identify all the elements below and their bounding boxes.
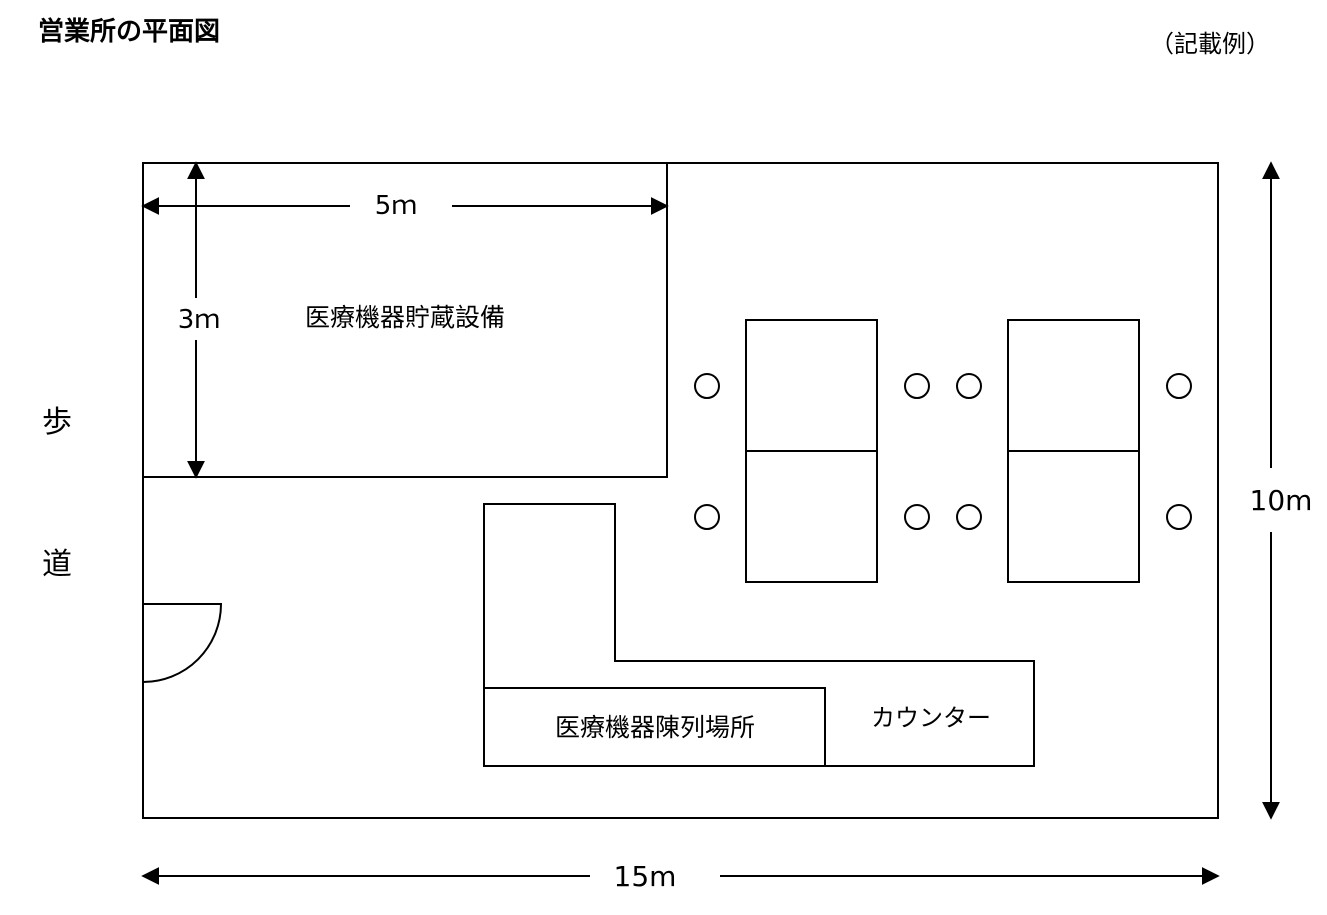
total-width-label: 15m	[614, 860, 677, 893]
page-title: 営業所の平面図	[38, 17, 221, 47]
chair	[956, 373, 982, 399]
chair	[1166, 504, 1192, 530]
entrance-door	[142, 603, 223, 683]
chair	[694, 373, 720, 399]
chair	[956, 504, 982, 530]
storage-depth-label: 3ｍ	[178, 305, 221, 335]
storage-area-label: 医療機器貯蔵設備	[305, 303, 505, 332]
chair	[904, 504, 930, 530]
sidewalk-label-1: 歩	[42, 405, 72, 440]
sidewalk-label-2: 道	[42, 547, 72, 582]
storage-width-label: 5ｍ	[375, 191, 418, 221]
chair	[694, 504, 720, 530]
display-area-label: 医療機器陳列場所	[555, 713, 755, 742]
counter-label: カウンター	[871, 704, 991, 732]
building-outline	[142, 162, 1219, 819]
chair	[1166, 373, 1192, 399]
chair	[904, 373, 930, 399]
desk	[745, 319, 878, 452]
display-area	[483, 687, 826, 767]
desk	[745, 450, 878, 583]
desk	[1007, 450, 1140, 583]
storage-area	[142, 162, 668, 478]
total-depth-label: 10m	[1250, 484, 1313, 517]
desk	[1007, 319, 1140, 452]
example-label: （記載例）	[1150, 30, 1270, 58]
